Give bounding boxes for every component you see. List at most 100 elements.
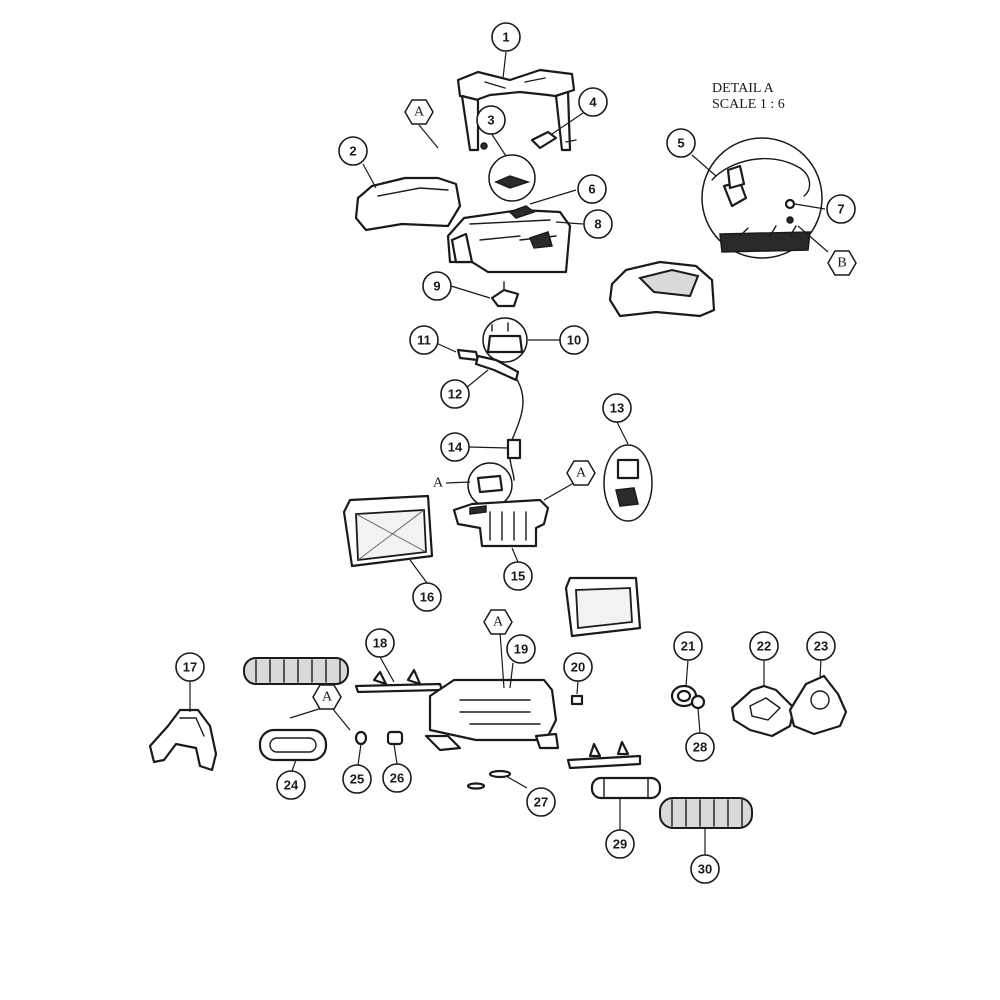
svg-text:17: 17 (183, 660, 197, 675)
marker-a-top: A (404, 99, 434, 125)
svg-text:23: 23 (814, 639, 828, 654)
part-30-brush-roller (659, 797, 753, 829)
part-4-latch (530, 112, 584, 150)
callout-11: 11 (409, 325, 439, 355)
brush-roller-left (243, 657, 349, 685)
callout-3: 3 (476, 105, 506, 135)
callout-4: 4 (578, 87, 608, 117)
callout-13: 13 (602, 393, 632, 423)
marker-a-chassis: A (483, 609, 513, 635)
callout-25: 25 (342, 764, 372, 794)
part-20-pin (570, 694, 584, 706)
part-2-top-cover (354, 176, 462, 232)
svg-text:20: 20 (571, 660, 585, 675)
callout-30: 30 (690, 854, 720, 884)
part-22-track-belt (730, 684, 796, 738)
detail-scale: SCALE 1 : 6 (712, 97, 785, 112)
callout-12: 12 (440, 379, 470, 409)
callout-10: 10 (559, 325, 589, 355)
callout-22: 22 (749, 631, 779, 661)
svg-text:7: 7 (837, 202, 844, 217)
part-17-side-panel (148, 708, 218, 772)
leader-lines (189, 51, 829, 855)
spare-cover-right (608, 260, 716, 318)
marker-a-motor: A (566, 460, 596, 486)
part-1-handle (456, 68, 576, 152)
callout-8: 8 (583, 209, 613, 239)
callout-7: 7 (826, 194, 856, 224)
callout-9: 9 (422, 271, 452, 301)
callout-1: 1 (491, 22, 521, 52)
callout-18: 18 (365, 628, 395, 658)
part-13-connector-detail (603, 444, 653, 522)
svg-text:26: 26 (390, 771, 404, 786)
part-29-pva-roller (590, 776, 662, 800)
svg-text:18: 18 (373, 636, 387, 651)
part-19-chassis (424, 678, 560, 752)
svg-text:12: 12 (448, 387, 462, 402)
svg-text:B: B (837, 256, 846, 271)
detail-title: DETAIL A (712, 81, 775, 96)
svg-text:22: 22 (757, 639, 771, 654)
svg-text:A: A (322, 690, 333, 705)
svg-text:11: 11 (417, 333, 431, 348)
callout-5: 5 (666, 128, 696, 158)
svg-text:10: 10 (567, 333, 581, 348)
callout-28: 28 (685, 732, 715, 762)
part-12-cable (456, 348, 524, 481)
svg-text:4: 4 (589, 95, 597, 110)
svg-text:9: 9 (433, 279, 440, 294)
svg-text:14: 14 (448, 440, 463, 455)
svg-text:5: 5 (677, 136, 684, 151)
svg-text:29: 29 (613, 837, 627, 852)
callout-27: 27 (526, 787, 556, 817)
callout-19: 19 (506, 634, 536, 664)
callout-14: 14 (440, 432, 470, 462)
svg-text:A: A (576, 466, 587, 481)
svg-text:8: 8 (594, 217, 601, 232)
callout-6: 6 (577, 174, 607, 204)
svg-text:6: 6 (588, 182, 595, 197)
part-25-washer (354, 730, 368, 746)
svg-text:25: 25 (350, 772, 364, 787)
label-a-motor-left: A (433, 476, 444, 491)
part-8-body-housing (446, 205, 572, 274)
part-21-bearing (670, 684, 706, 710)
svg-text:2: 2 (349, 144, 356, 159)
svg-text:27: 27 (534, 795, 548, 810)
svg-text:30: 30 (698, 862, 712, 877)
part-23-side-wheel (788, 674, 848, 736)
svg-text:1: 1 (502, 30, 509, 45)
svg-text:15: 15 (511, 569, 525, 584)
part-15-motor-unit (452, 462, 550, 548)
svg-text:A: A (433, 476, 444, 491)
callout-23: 23 (806, 631, 836, 661)
part-18-rail (354, 668, 444, 694)
spare-rail-right (566, 740, 642, 770)
svg-text:A: A (493, 615, 504, 630)
spare-filter-panel (564, 576, 642, 638)
callout-16: 16 (412, 582, 442, 612)
svg-text:13: 13 (610, 401, 624, 416)
part-27-impeller (466, 769, 512, 790)
part-9-bracket (490, 281, 520, 308)
callout-15: 15 (503, 561, 533, 591)
svg-text:19: 19 (514, 642, 528, 657)
callout-2: 2 (338, 136, 368, 166)
svg-text:24: 24 (284, 778, 299, 793)
callout-17: 17 (175, 652, 205, 682)
part-26-bushing (386, 730, 404, 746)
callout-24: 24 (276, 770, 306, 800)
callout-29: 29 (605, 829, 635, 859)
callout-26: 26 (382, 763, 412, 793)
svg-text:16: 16 (420, 590, 434, 605)
svg-text:28: 28 (693, 740, 707, 755)
part-16-filter-panel (342, 494, 434, 568)
detail-a-view (701, 137, 823, 259)
part-3-clip-detail (480, 132, 536, 202)
marker-a-track: A (312, 684, 342, 710)
callout-21: 21 (673, 631, 703, 661)
svg-text:A: A (414, 105, 425, 120)
part-24-track (258, 728, 328, 762)
